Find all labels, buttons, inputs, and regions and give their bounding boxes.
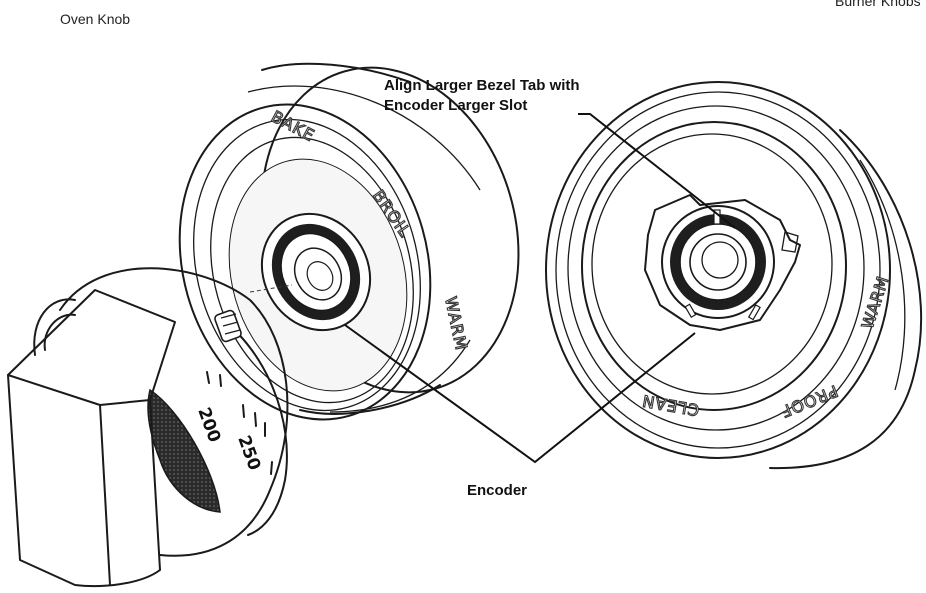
align-label-line2: Encoder Larger Slot — [384, 97, 527, 114]
burner-knobs-label: Burner Knobs — [835, 0, 921, 9]
oven-knob-illustration: 200 250 — [7, 267, 289, 588]
oven-knob-label: Oven Knob — [60, 11, 130, 27]
bezel-marking-warm: WARM — [441, 295, 471, 353]
oven-bezel-illustration: BAKE BROIL WARM — [178, 62, 520, 421]
encoder-leader-line — [344, 324, 696, 464]
align-label-line1: Align Larger Bezel Tab with — [384, 77, 580, 94]
burner-marking-clean: CLEAN — [640, 391, 701, 420]
burner-marking-proof: PROOF — [778, 381, 841, 421]
left-encoder-illustration — [260, 212, 372, 332]
burner-bezel-illustration: WARM PROOF CLEAN — [545, 81, 923, 470]
knob-scale-250: 250 — [233, 433, 264, 473]
encoder-label: Encoder — [467, 482, 527, 499]
encoder-illustration — [644, 194, 801, 331]
align-leader-line — [578, 113, 736, 229]
knob-scale-200: 200 — [193, 405, 224, 445]
